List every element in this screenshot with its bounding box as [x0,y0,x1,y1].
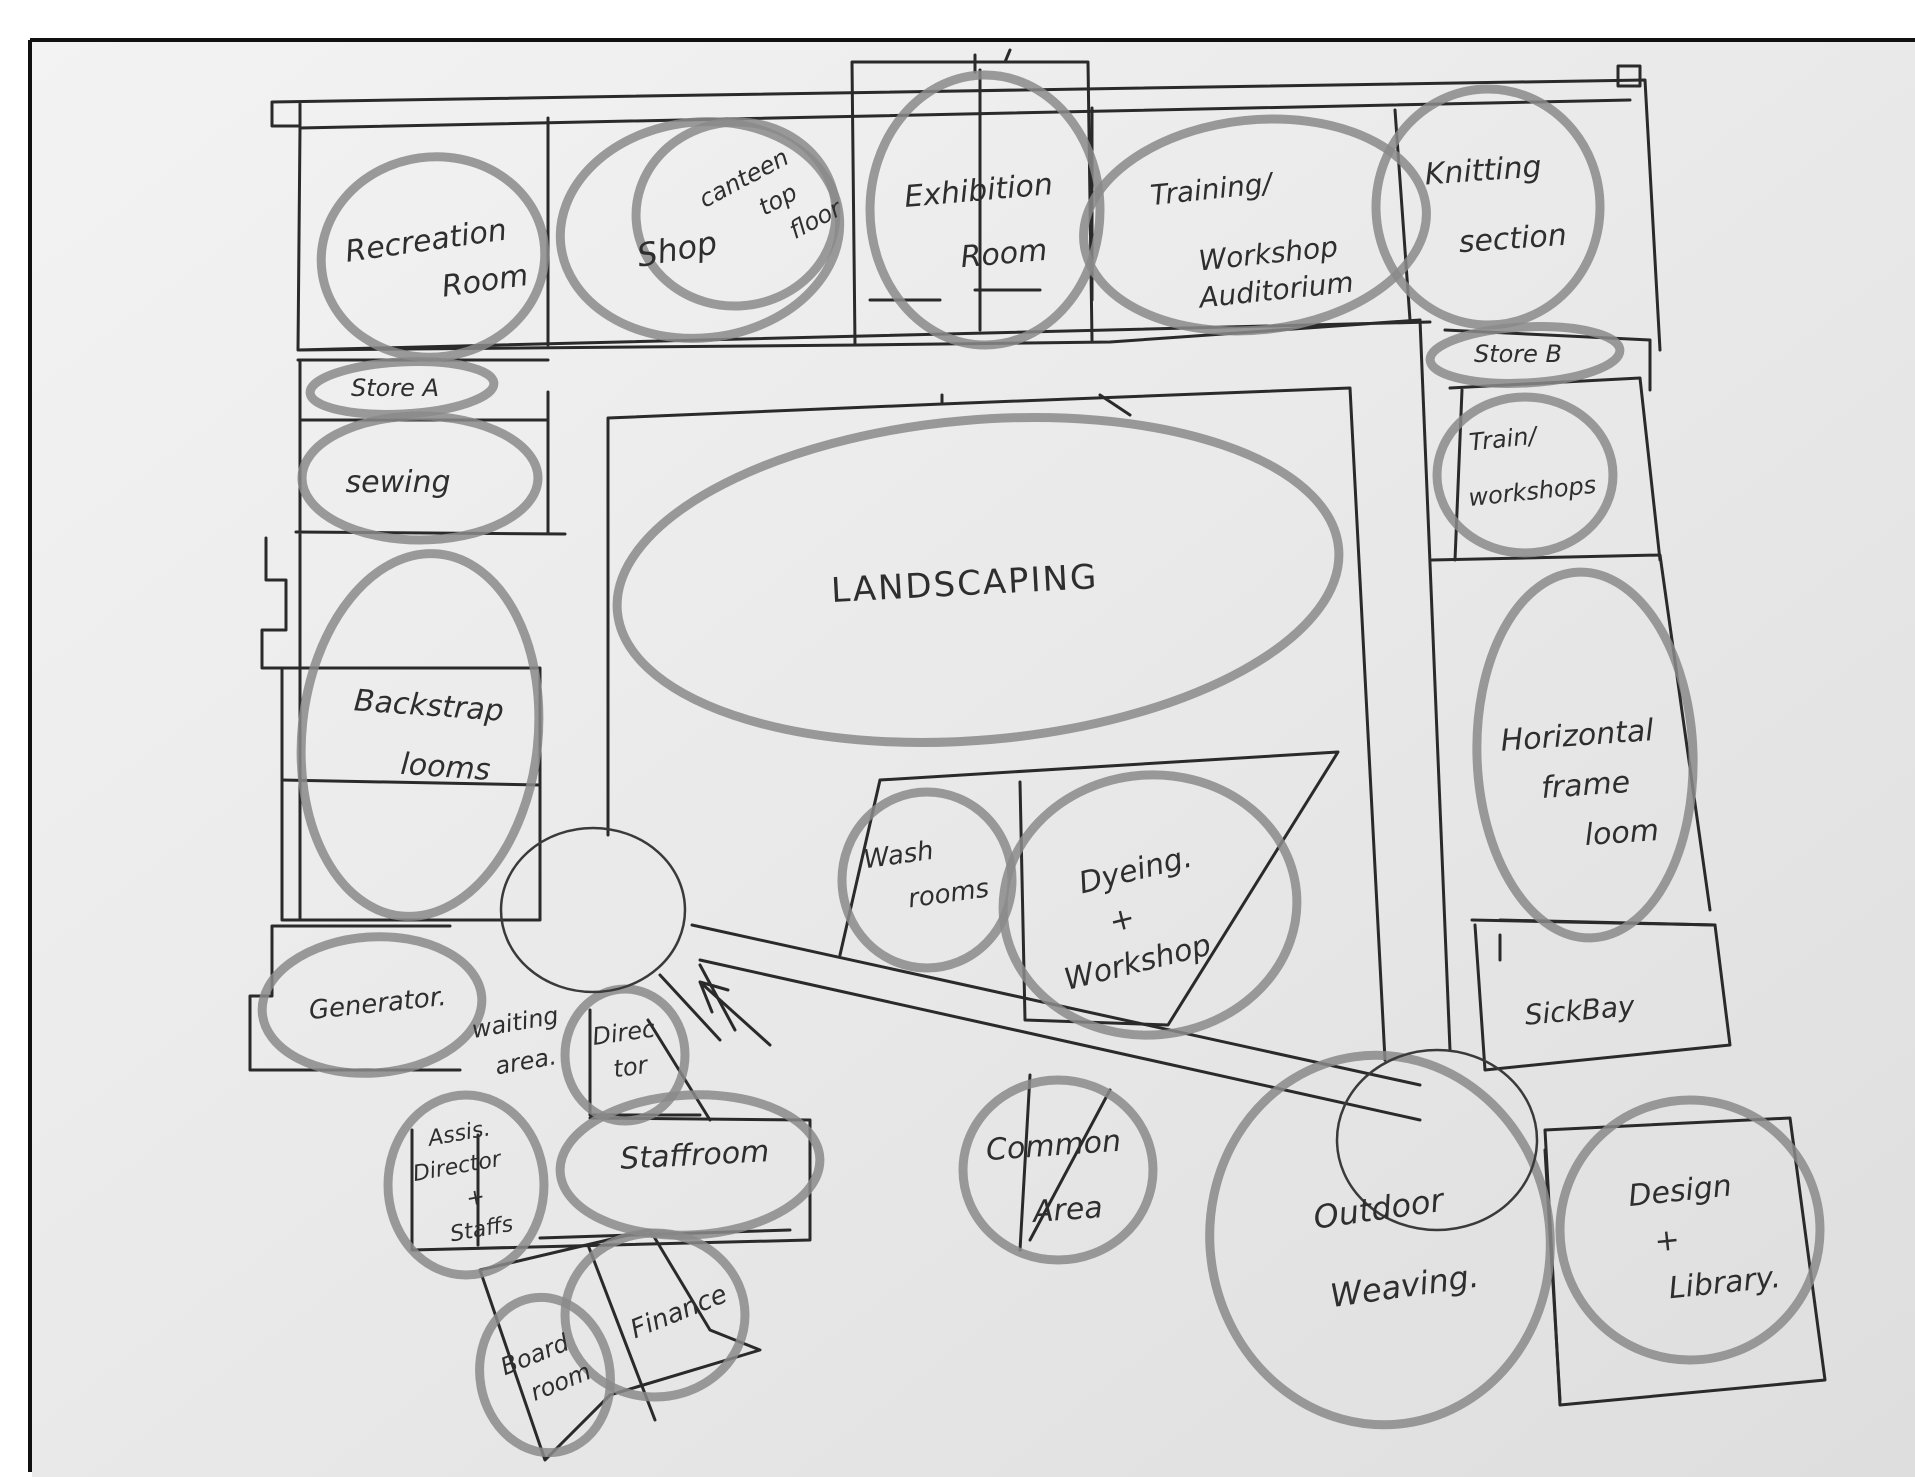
bubble-canteen [631,117,841,311]
bubble-exhibition [865,70,1105,350]
bubble-board [475,1292,615,1458]
circle-outdoor-top [1335,1048,1539,1232]
bubble-outdoor [1205,1050,1555,1430]
bubble-design [1555,1095,1825,1365]
bubble-backstrap [296,549,544,921]
arrow-mark [698,980,772,1047]
bubble-landscaping [612,413,1344,747]
svg-text:Knitting section: Knitting section [1424,148,1568,262]
label-sewing: sewing [345,465,450,500]
label-knitting-2: section [1458,218,1568,260]
bubble-common [958,1075,1158,1265]
label-knitting-1: Knitting [1424,149,1543,192]
bubble-train [1432,392,1618,558]
label-common-2: Area [1030,1190,1104,1230]
label-backstrap-2: looms [399,747,491,788]
bubble-horizontal [1472,567,1698,943]
bubble-asst-director [383,1090,549,1280]
bubble-dyeing [998,770,1302,1040]
label-horizontal-2: frame [1540,765,1631,806]
circle-junction [499,826,687,994]
bubble-sewing [297,411,543,545]
bubble-finance [560,1228,750,1402]
paper [32,40,1915,1477]
bubble-staffroom [555,1090,825,1240]
svg-text:Exhibition Room: Exhibition Room [903,166,1070,279]
bubble-wash [837,787,1017,973]
bubbles [257,70,1825,1458]
label-horizontal-3: loom [1584,813,1661,853]
label-director-2: tor [612,1051,652,1084]
bubble-generator [257,932,487,1078]
bubble-training [1079,114,1431,336]
bubble-knitting [1371,84,1605,330]
bubble-recreation [316,152,550,362]
photo-frame [28,38,1915,1472]
bubble-store-b [1425,322,1625,388]
label-staffroom: Staffroom [619,1134,770,1177]
label-exhibition-2: Room [959,233,1049,275]
bubble-director [560,984,690,1126]
label-asst-3: + [464,1184,486,1212]
label-store-a: Store A [351,374,439,402]
label-store-b: Store B [1474,340,1562,368]
label-design-2: + [1653,1222,1682,1259]
